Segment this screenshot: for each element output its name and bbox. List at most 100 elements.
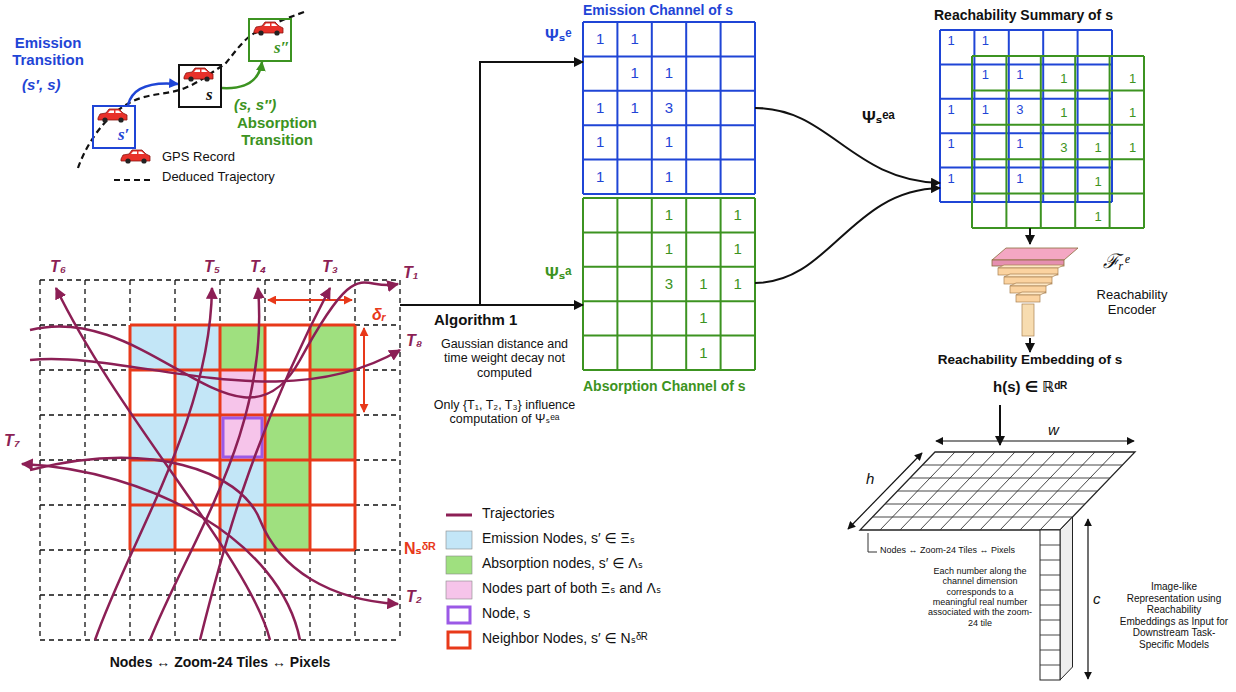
car-window bbox=[108, 111, 122, 114]
annotation-label: h bbox=[866, 470, 874, 487]
connector-arrow bbox=[755, 108, 940, 183]
cell-count: 1 bbox=[1053, 102, 1075, 124]
car-window bbox=[264, 24, 278, 27]
channel-divider bbox=[1040, 650, 1060, 651]
node-text: s′ bbox=[118, 125, 129, 145]
trajectory-path bbox=[150, 288, 259, 640]
summary-absorption-grid-line bbox=[972, 89, 1144, 91]
tile-fill bbox=[310, 415, 355, 460]
annotation-label: Algorithm 1 bbox=[434, 311, 517, 328]
trajectory-path bbox=[30, 458, 398, 604]
legend-label: Deduced Trajectory bbox=[162, 170, 275, 185]
legend-label: Trajectories bbox=[482, 505, 555, 521]
legend-label: Absorption nodes, s′ ∈ Λₛ bbox=[482, 555, 643, 571]
car-icon bbox=[98, 109, 127, 123]
cell-count: 1 bbox=[1087, 206, 1109, 228]
cell-count: 1 bbox=[1009, 133, 1031, 155]
car-wheel bbox=[188, 76, 193, 81]
legend-trajectory-sample bbox=[446, 514, 472, 517]
cell-count: 1 bbox=[686, 336, 720, 370]
cell-count: 1 bbox=[1087, 137, 1109, 159]
cell-count: 1 bbox=[686, 301, 720, 335]
cell-count: 1 bbox=[583, 160, 617, 194]
cell-count: 1 bbox=[652, 232, 686, 266]
encoder-layer bbox=[998, 265, 1064, 268]
cell-count: 3 bbox=[1009, 99, 1031, 121]
tile-fill bbox=[310, 370, 355, 415]
cell-count: 1 bbox=[1053, 68, 1075, 90]
annotation-label: T₃ bbox=[322, 258, 338, 276]
encoder-layer bbox=[1016, 295, 1040, 302]
summary-absorption-grid-line bbox=[1040, 56, 1042, 228]
neighbor-grid-line bbox=[129, 325, 132, 550]
dimension-arrow bbox=[936, 440, 1134, 441]
node-text: Absorption Channel of s bbox=[583, 378, 746, 394]
neighbor-grid-line bbox=[219, 325, 222, 550]
summary-emission-grid-line bbox=[940, 63, 1112, 65]
cell-count: 3 bbox=[652, 267, 686, 301]
tensor-plane bbox=[860, 452, 1135, 530]
summary-absorption-grid-line bbox=[1109, 56, 1111, 228]
node-text: h(s) ∈ ℝᵈᴿ bbox=[930, 378, 1130, 395]
summary-emission-grid-line bbox=[940, 201, 1112, 203]
image-like-tensor: Image-like Representation using Reachabi… bbox=[855, 445, 1232, 685]
legend-label: Emission Nodes, s′ ∈ Ξₛ bbox=[482, 530, 635, 546]
channel-column-side bbox=[1060, 517, 1073, 680]
cell-count: 1 bbox=[940, 99, 962, 121]
neighbor-grid-line bbox=[130, 549, 355, 552]
summary-absorption-grid-line bbox=[972, 193, 1144, 195]
car-icon bbox=[121, 150, 150, 164]
annotation-label: Ψₛᵉᵃ bbox=[862, 108, 895, 128]
absorption-grid-line bbox=[720, 198, 722, 370]
annotation-label: c bbox=[1093, 590, 1101, 607]
tile-bracket bbox=[868, 533, 877, 552]
annotation-label: w bbox=[1048, 421, 1059, 438]
connector-arrow bbox=[400, 304, 583, 306]
summary-absorption-grid-line bbox=[972, 227, 1144, 229]
absorption-grid-line bbox=[685, 198, 687, 370]
cell-count: 1 bbox=[617, 56, 651, 90]
cell-count: 1 bbox=[721, 232, 755, 266]
emission-grid-line bbox=[583, 90, 755, 92]
emission-grid-line bbox=[582, 22, 584, 194]
cell-count: 1 bbox=[974, 99, 996, 121]
cell-count: 1 bbox=[652, 160, 686, 194]
node-text: ℱᵣᵉ bbox=[1103, 250, 1129, 273]
legend-node-sample bbox=[448, 607, 470, 623]
connector-arrow bbox=[128, 83, 178, 105]
node-text: Reachability Summary of s bbox=[934, 7, 1113, 23]
state-box: s′ bbox=[92, 105, 136, 149]
dimension-arrow bbox=[848, 453, 922, 529]
car-window bbox=[131, 152, 145, 155]
legend-label: GPS Record bbox=[162, 150, 235, 165]
annotation-label: δᵣ bbox=[372, 306, 386, 324]
cell-count: 1 bbox=[583, 22, 617, 56]
trajectory-path bbox=[22, 464, 300, 640]
node-text: Ψₛᵃ bbox=[545, 264, 572, 284]
legend-swatch bbox=[446, 556, 472, 574]
tile-grid-line bbox=[40, 504, 400, 505]
emission-grid-line bbox=[583, 159, 755, 161]
absorption-grid-line bbox=[583, 335, 755, 337]
channel-column bbox=[1040, 530, 1060, 680]
neighbor-grid-line bbox=[309, 325, 312, 550]
emission-grid-line bbox=[583, 193, 755, 195]
cell-count: 1 bbox=[583, 125, 617, 159]
neighbor-grid-line bbox=[174, 325, 177, 550]
absorption-grid-line bbox=[582, 198, 584, 370]
trajectory-path bbox=[30, 350, 400, 381]
encoder-layer bbox=[992, 248, 1078, 260]
cell-count: 1 bbox=[1122, 68, 1144, 90]
car-wheel bbox=[102, 117, 107, 122]
summary-absorption-grid-line bbox=[972, 55, 1144, 57]
embedding-block: Reachability Embedding of sh(s) ∈ ℝᵈᴿ bbox=[930, 352, 1130, 405]
node-text: Reachability Encoder bbox=[1077, 288, 1187, 318]
annotation-label: T₁ bbox=[403, 264, 418, 282]
summary-absorption-grid-line bbox=[971, 56, 973, 228]
car-wheel bbox=[118, 117, 123, 122]
car-icon bbox=[184, 68, 213, 82]
encoder-layer bbox=[1016, 292, 1046, 295]
annotation-label: T₅ bbox=[204, 258, 220, 276]
emission-grid-line bbox=[720, 22, 722, 194]
absorption-grid-line bbox=[583, 369, 755, 371]
